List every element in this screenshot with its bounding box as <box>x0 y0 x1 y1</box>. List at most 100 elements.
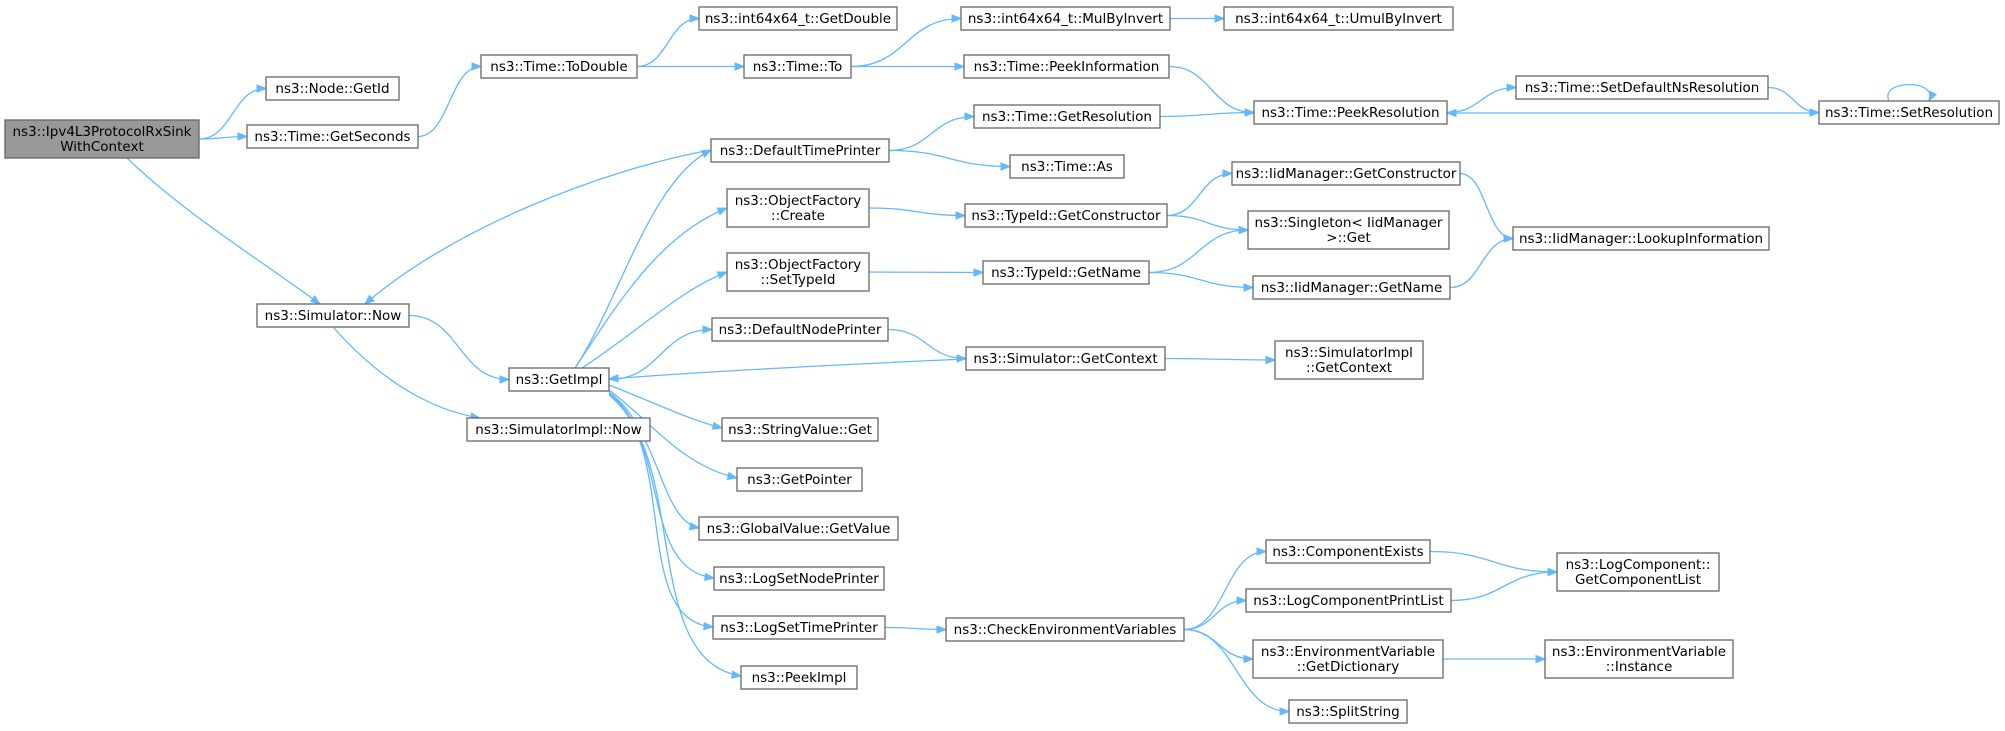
node-objectfactory-create[interactable]: ns3::ObjectFactory::Create <box>726 188 870 228</box>
node-label: ::GetContext <box>1306 360 1392 376</box>
node-iidmanager-lookup[interactable]: ns3::IidManager::LookupInformation <box>1512 226 1770 251</box>
edge-getimpl-to-objectfactory_create <box>574 207 729 369</box>
node-time-peekinformation[interactable]: ns3::Time::PeekInformation <box>963 54 1170 79</box>
node-simulator-now[interactable]: ns3::Simulator::Now <box>256 303 410 328</box>
node-stringvalue-get[interactable]: ns3::StringValue::Get <box>721 417 879 442</box>
edge-checkenv-to-splitstring <box>1183 628 1291 716</box>
edge-root-to-time_getseconds <box>198 132 249 141</box>
edge-getimpl-to-objectfactory_settypeid <box>581 271 729 369</box>
call-nodes: ns3::Ipv4L3ProtocolRxSinkWithContextns3:… <box>4 6 2000 724</box>
node-peekimpl[interactable]: ns3::PeekImpl <box>740 665 858 690</box>
edge-logcomponentprintlist-to-logcomponent_getlist <box>1450 567 1559 602</box>
node-getpointer[interactable]: ns3::GetPointer <box>736 467 863 492</box>
node-time-todouble[interactable]: ns3::Time::ToDouble <box>480 54 638 79</box>
node-box <box>246 124 419 149</box>
node-globalvalue-getvalue[interactable]: ns3::GlobalValue::GetValue <box>698 516 899 541</box>
node-splitstring[interactable]: ns3::SplitString <box>1288 699 1408 724</box>
node-int64-getdouble[interactable]: ns3::int64x64_t::GetDouble <box>698 6 898 31</box>
node-int64-umulbyinvert[interactable]: ns3::int64x64_t::UmulByInvert <box>1223 6 1454 31</box>
edge-logsettimeprinter-to-checkenv <box>884 625 948 634</box>
node-label: ns3::ComponentExists <box>1272 544 1423 560</box>
node-box <box>1288 699 1408 724</box>
node-envvar-instance[interactable]: ns3::EnvironmentVariable::Instance <box>1544 639 1734 679</box>
node-node-getid[interactable]: ns3::Node::GetId <box>265 76 400 101</box>
node-box <box>945 617 1185 642</box>
node-label: ns3::SimulatorImpl <box>1285 345 1413 361</box>
node-singleton-get[interactable]: ns3::Singleton< IidManager >::Get <box>1247 210 1450 250</box>
node-time-getseconds[interactable]: ns3::Time::GetSeconds <box>246 124 419 149</box>
node-getimpl[interactable]: ns3::GetImpl <box>508 367 610 392</box>
node-time-to[interactable]: ns3::Time::To <box>743 54 852 79</box>
node-objectfactory-settypeid[interactable]: ns3::ObjectFactory::SetTypeId <box>726 252 870 292</box>
edge-iidmanager_getconstructor-to-iidmanager_lookup <box>1459 172 1515 243</box>
node-time-peekresolution[interactable]: ns3::Time::PeekResolution <box>1253 100 1448 125</box>
edge-defaulttimeprinter-to-time_as <box>888 149 1012 171</box>
node-label: ns3::Singleton< IidManager <box>1255 215 1443 231</box>
edge-getimpl-to-logsetnodeprinter <box>608 392 716 582</box>
node-simulatorimpl-getcontext[interactable]: ns3::SimulatorImpl::GetContext <box>1274 340 1424 380</box>
node-box <box>712 615 886 640</box>
node-label: ::GetDictionary <box>1297 659 1399 675</box>
edge-root-to-node_getid <box>198 84 268 140</box>
node-box <box>982 260 1150 285</box>
edge-checkenv-to-logcomponentprintlist <box>1183 596 1248 631</box>
node-iidmanager-getname[interactable]: ns3::IidManager::GetName <box>1252 275 1451 300</box>
node-box <box>698 516 899 541</box>
node-box <box>1223 6 1454 31</box>
node-box <box>508 367 610 392</box>
edge-int64_mulbyinvert-to-int64_umulbyinvert <box>1170 14 1226 23</box>
node-label: ::SetTypeId <box>761 272 836 288</box>
node-label: ns3::EnvironmentVariable <box>1552 644 1726 660</box>
node-box <box>973 104 1161 129</box>
node-label: ns3::StringValue::Get <box>728 422 872 438</box>
edge-time_todouble-to-time_to <box>637 62 746 71</box>
node-label: ns3::Time::GetResolution <box>982 109 1152 125</box>
node-typeid-getname[interactable]: ns3::TypeId::GetName <box>982 260 1150 285</box>
node-box <box>710 138 890 163</box>
node-label: ns3::LogSetNodePrinter <box>719 571 879 587</box>
node-logcomponentprintlist[interactable]: ns3::LogComponentPrintList <box>1245 588 1452 613</box>
node-defaulttimeprinter[interactable]: ns3::DefaultTimePrinter <box>710 138 890 163</box>
node-simulatorimpl-now[interactable]: ns3::SimulatorImpl::Now <box>466 417 651 442</box>
node-box <box>466 417 651 442</box>
node-label: ns3::GlobalValue::GetValue <box>707 521 891 537</box>
edge-defaulttimeprinter-to-time_getresolution <box>888 112 976 152</box>
node-label: ns3::Time::PeekResolution <box>1261 105 1439 121</box>
node-label: ns3::ObjectFactory <box>735 193 862 209</box>
node-checkenv[interactable]: ns3::CheckEnvironmentVariables <box>945 617 1185 642</box>
edge-time_to-to-int64_mulbyinvert <box>850 14 963 68</box>
edge-envvar_getdictionary-to-envvar_instance <box>1442 654 1547 664</box>
node-logsettimeprinter[interactable]: ns3::LogSetTimePrinter <box>712 615 886 640</box>
node-envvar-getdictionary[interactable]: ns3::EnvironmentVariable::GetDictionary <box>1252 639 1444 679</box>
node-iidmanager-getconstructor[interactable]: ns3::IidManager::GetConstructor <box>1231 161 1461 186</box>
node-time-as[interactable]: ns3::Time::As <box>1009 154 1125 179</box>
node-componentexists[interactable]: ns3::ComponentExists <box>1265 539 1431 564</box>
node-label: ns3::SplitString <box>1296 704 1400 720</box>
node-int64-mulbyinvert[interactable]: ns3::int64x64_t::MulByInvert <box>960 6 1171 31</box>
node-box <box>1556 552 1720 592</box>
node-label: ::Create <box>771 208 825 224</box>
edge-getimpl-to-defaultnodeprinter <box>608 325 714 381</box>
node-box <box>963 54 1170 79</box>
node-time-setdefaultns[interactable]: ns3::Time::SetDefaultNsResolution <box>1515 75 1769 100</box>
edge-typeid_getname-to-iidmanager_getname <box>1148 271 1255 292</box>
node-logsetnodeprinter[interactable]: ns3::LogSetNodePrinter <box>713 566 885 591</box>
node-time-getresolution[interactable]: ns3::Time::GetResolution <box>973 104 1161 129</box>
node-defaultnodeprinter[interactable]: ns3::DefaultNodePrinter <box>711 317 889 342</box>
edge-time_peekresolution-to-time_setdefaultns <box>1446 83 1518 114</box>
node-label: ns3::PeekImpl <box>752 670 847 686</box>
node-time-setresolution[interactable]: ns3::Time::SetResolution <box>1818 100 2000 125</box>
node-label: ns3::GetPointer <box>747 472 852 488</box>
node-logcomponent-getlist[interactable]: ns3::LogComponent::GetComponentList <box>1556 552 1720 592</box>
node-box <box>743 54 852 79</box>
edge-getimpl-to-defaulttimeprinter <box>574 149 713 369</box>
node-simulator-getcontext[interactable]: ns3::Simulator::GetContext <box>965 346 1166 371</box>
node-label: ns3::int64x64_t::MulByInvert <box>968 11 1163 27</box>
node-label: ns3::Time::SetDefaultNsResolution <box>1525 80 1760 96</box>
node-box <box>721 417 879 442</box>
edge-getimpl-to-globalvalue_getvalue <box>608 391 701 531</box>
node-box <box>1274 340 1424 380</box>
node-typeid-getconstructor[interactable]: ns3::TypeId::GetConstructor <box>964 203 1168 228</box>
node-box <box>736 467 863 492</box>
